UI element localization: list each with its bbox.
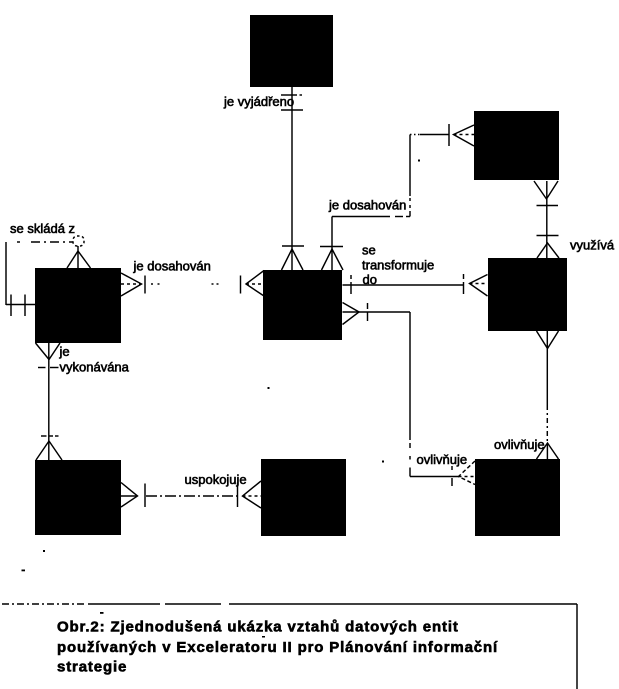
svg-text:strategie: strategie (57, 658, 127, 675)
svg-text:je dosahován: je dosahován (328, 198, 406, 213)
svg-text:vykonávána: vykonávána (60, 360, 130, 375)
svg-text:se: se (362, 243, 376, 258)
svg-text:uspokojuje: uspokojuje (185, 472, 247, 487)
svg-text:využívá: využívá (570, 238, 615, 253)
svg-text:používaných v Exceleratoru II: používaných v Exceleratoru II pro Plánov… (57, 639, 498, 656)
svg-text:je vyjádřeno: je vyjádřeno (223, 94, 294, 109)
svg-text:ovlivňuje: ovlivňuje (417, 452, 468, 467)
svg-text:do: do (363, 272, 377, 287)
svg-text:je: je (59, 344, 70, 359)
svg-text:ovlivňuje: ovlivňuje (494, 437, 545, 452)
svg-text:se skládá z: se skládá z (10, 221, 75, 236)
svg-text:Obr.2: Zjednodušená ukázka vzt: Obr.2: Zjednodušená ukázka vztahů datový… (57, 619, 459, 636)
svg-text:je dosahován: je dosahován (133, 259, 211, 274)
svg-text:transformuje: transformuje (362, 258, 434, 273)
